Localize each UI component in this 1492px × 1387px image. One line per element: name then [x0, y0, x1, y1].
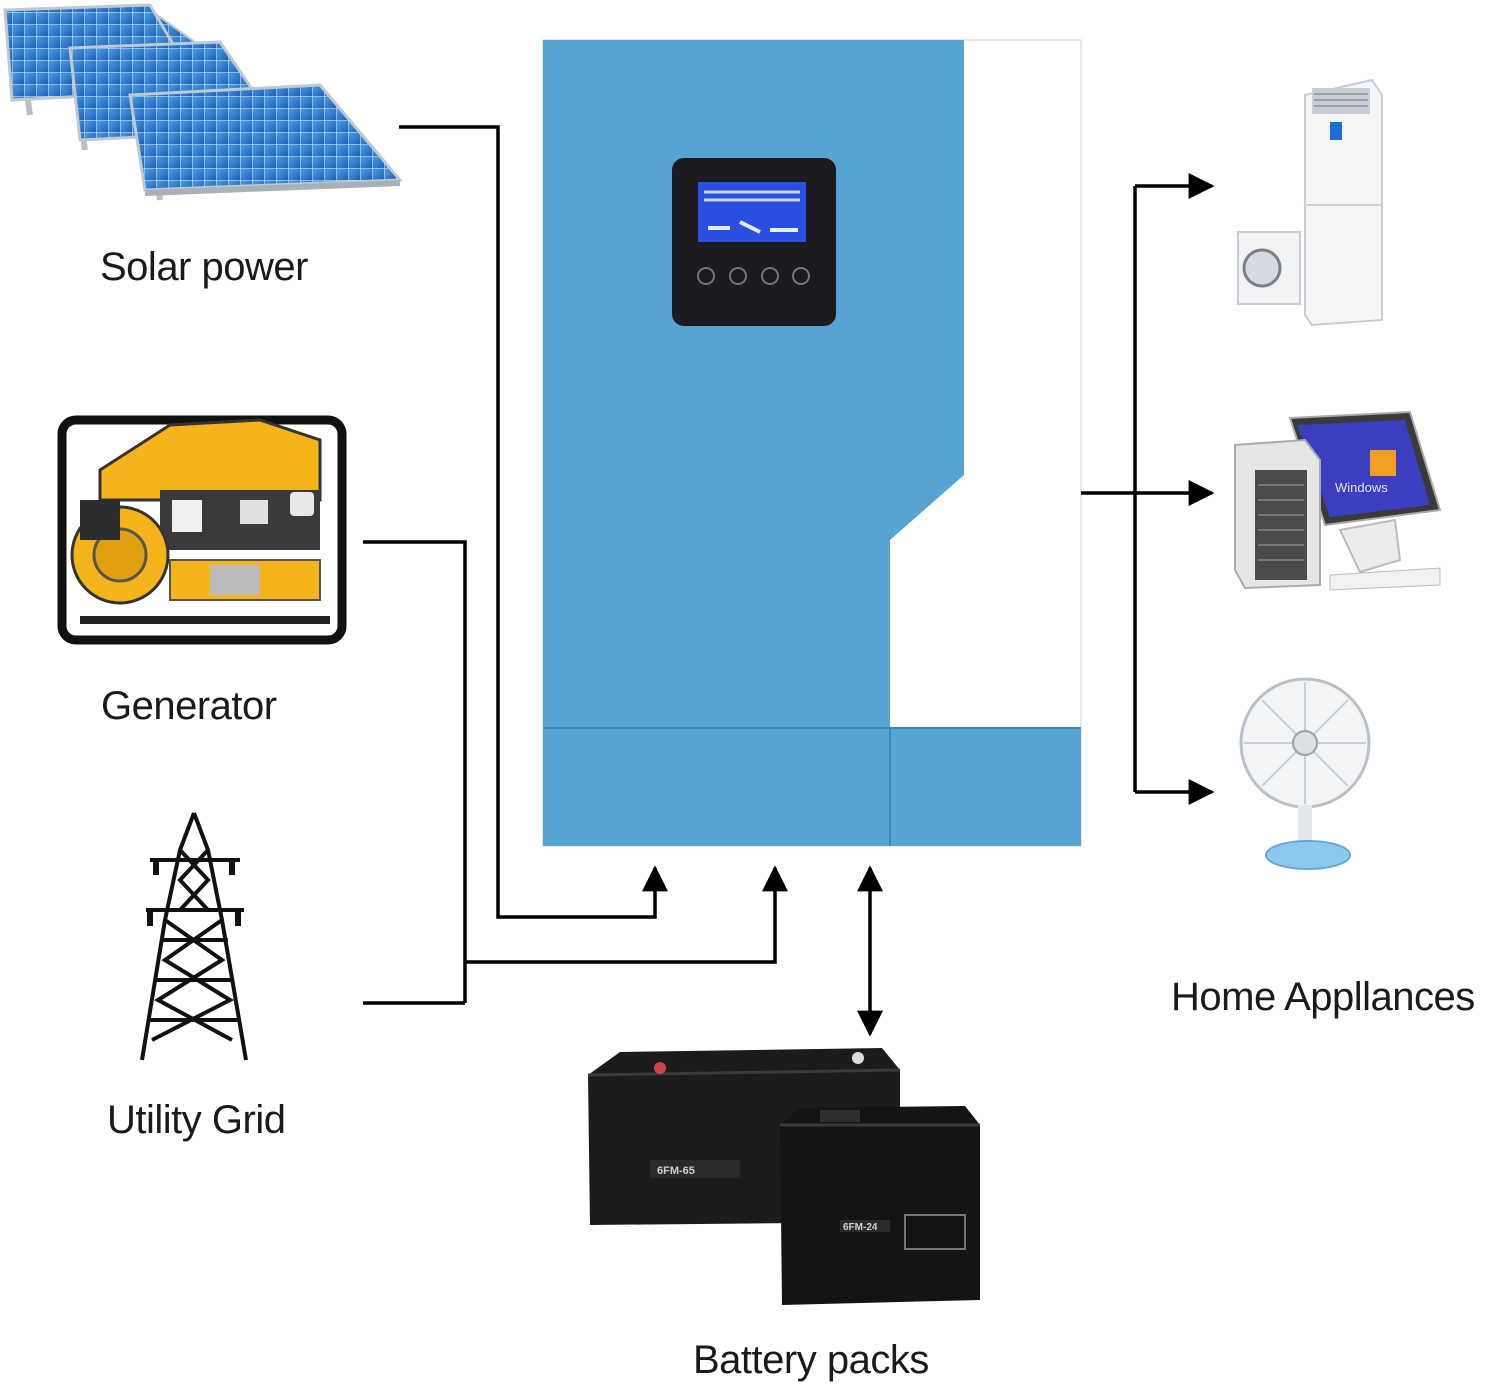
fan-icon: [1239, 677, 1371, 870]
generator-label: Generator: [101, 684, 277, 728]
transmission-tower-icon: [140, 812, 248, 1061]
windows-screen-text: Windows: [1335, 480, 1388, 495]
ac-input-connection-arrow: [465, 865, 788, 964]
battery-icon: [587, 1048, 980, 1305]
solar-connection-arrow: [399, 125, 668, 919]
solar-panel-icon: [3, 3, 404, 201]
solar-power-label: Solar power: [100, 245, 308, 289]
generator-icon: [57, 415, 347, 645]
battery-packs-label: Battery packs: [693, 1338, 929, 1382]
inverter-icon: [542, 39, 1082, 847]
utility-grid-label: Utility Grid: [107, 1098, 286, 1142]
generator-connection-line: [363, 540, 467, 1003]
computer-icon: [1234, 410, 1442, 591]
air-conditioner-icon: [1237, 78, 1383, 327]
home-appliances-label: Home Appllances: [1171, 975, 1475, 1019]
inverter-display-icon: [672, 158, 836, 326]
connection-lines: [363, 125, 1215, 1037]
